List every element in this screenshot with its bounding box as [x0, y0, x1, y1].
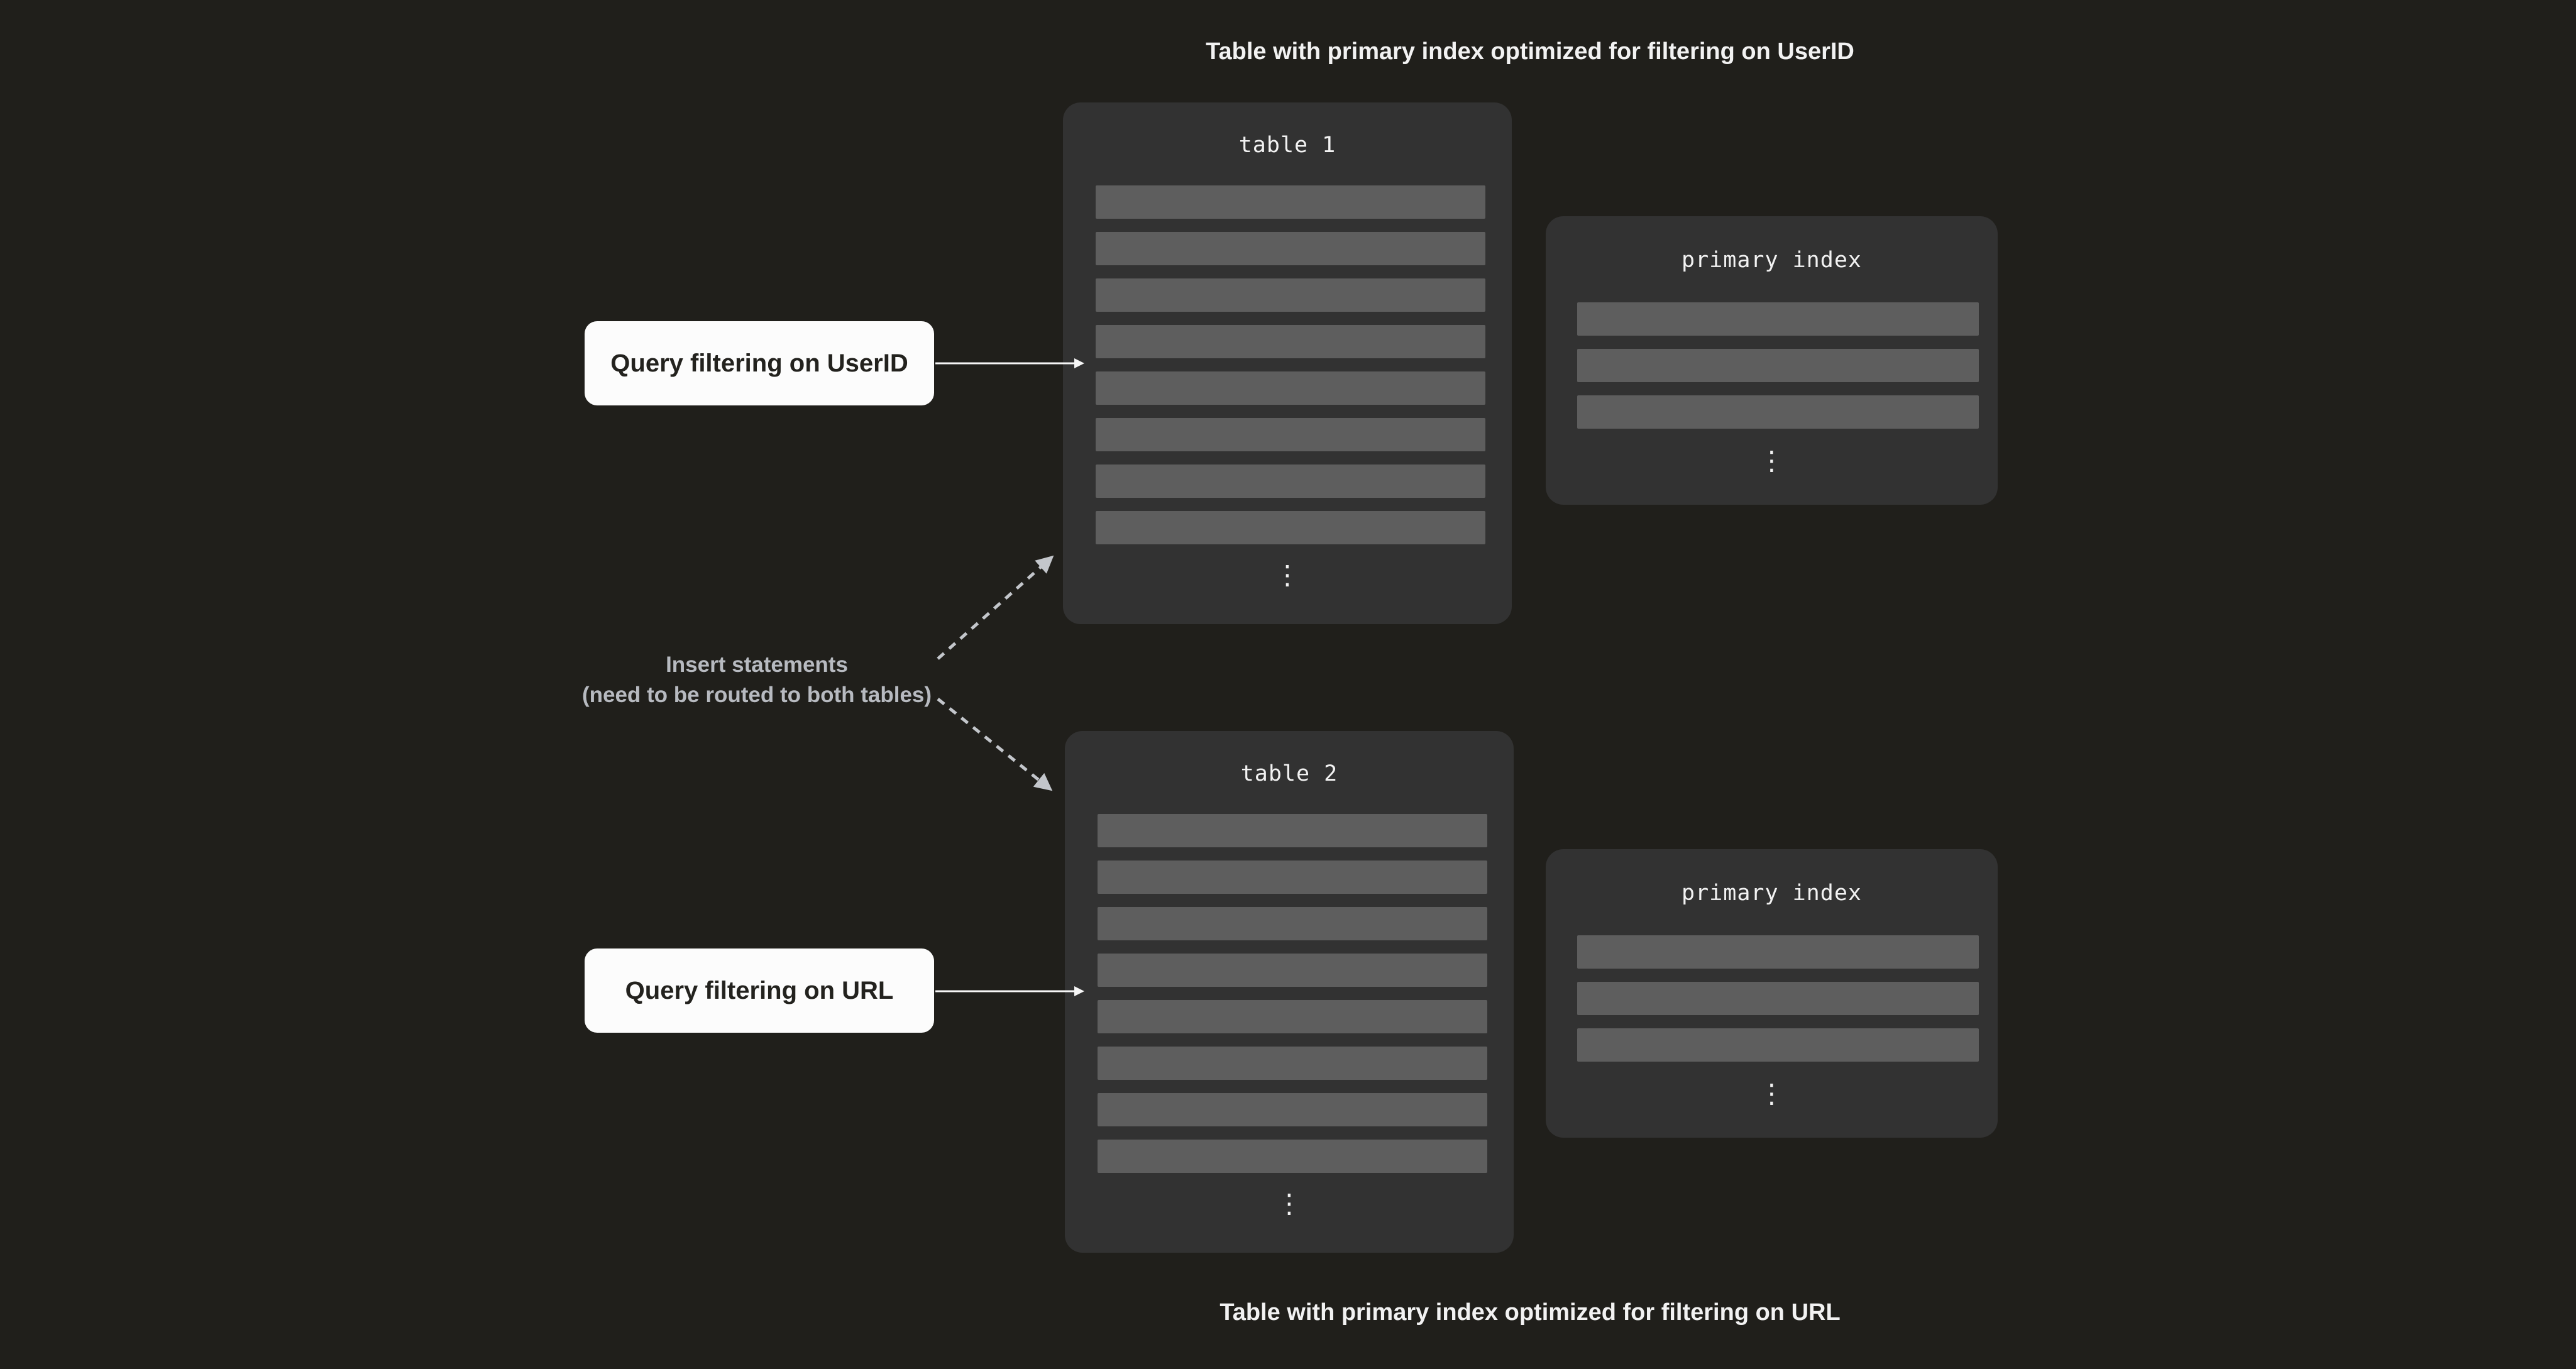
vertical-ellipsis-icon: ⋮	[1758, 1078, 1785, 1109]
insert-statements-line2: (need to be routed to both tables)	[581, 683, 932, 707]
query-url-label: Query filtering on URL	[585, 948, 934, 1033]
caption-top: Table with primary index optimized for f…	[1206, 38, 1854, 65]
primary-index-2-title: primary index	[1682, 881, 1862, 906]
primary-index-2-rows	[1577, 935, 1979, 1062]
arrow-insert-to-table1	[937, 555, 1054, 660]
arrow-insert-to-table2	[937, 698, 1053, 791]
row-bar	[1098, 814, 1487, 847]
table-2-title: table 2	[1240, 761, 1338, 786]
insert-statements-line1: Insert statements	[666, 652, 848, 677]
row-bar	[1096, 232, 1485, 265]
table-1-title: table 1	[1238, 133, 1336, 158]
row-bar	[1098, 1140, 1487, 1173]
row-bar	[1098, 860, 1487, 894]
row-bar	[1577, 1028, 1979, 1062]
row-bar	[1096, 511, 1485, 544]
row-bar	[1096, 418, 1485, 451]
row-bar	[1098, 1000, 1487, 1033]
query-url-text: Query filtering on URL	[625, 976, 894, 1004]
row-bar	[1096, 278, 1485, 312]
row-bar	[1098, 907, 1487, 940]
vertical-ellipsis-icon: ⋮	[1276, 1188, 1302, 1219]
insert-statements-label: Insert statements (need to be routed to …	[582, 650, 932, 710]
primary-index-1-title: primary index	[1682, 248, 1862, 273]
row-bar	[1577, 395, 1979, 429]
vertical-ellipsis-icon: ⋮	[1274, 559, 1301, 590]
query-userid-label: Query filtering on UserID	[585, 321, 934, 405]
table-1-card: table 1 ⋮	[1063, 102, 1512, 624]
query-userid-text: Query filtering on UserID	[610, 349, 908, 377]
row-bar	[1096, 325, 1485, 358]
row-bar	[1096, 465, 1485, 498]
row-bar	[1096, 371, 1485, 405]
row-bar	[1098, 954, 1487, 987]
vertical-ellipsis-icon: ⋮	[1758, 445, 1785, 476]
row-bar	[1577, 935, 1979, 969]
row-bar	[1577, 349, 1979, 382]
primary-index-2-card: primary index ⋮	[1546, 849, 1998, 1138]
row-bar	[1577, 982, 1979, 1015]
primary-index-1-card: primary index ⋮	[1546, 216, 1998, 505]
primary-index-1-rows	[1577, 302, 1979, 429]
row-bar	[1098, 1093, 1487, 1126]
table-2-card: table 2 ⋮	[1065, 731, 1514, 1253]
table-2-rows	[1098, 814, 1487, 1173]
caption-bottom: Table with primary index optimized for f…	[1219, 1299, 1841, 1326]
row-bar	[1098, 1047, 1487, 1080]
row-bar	[1577, 302, 1979, 336]
row-bar	[1096, 185, 1485, 219]
table-1-rows	[1096, 185, 1485, 544]
